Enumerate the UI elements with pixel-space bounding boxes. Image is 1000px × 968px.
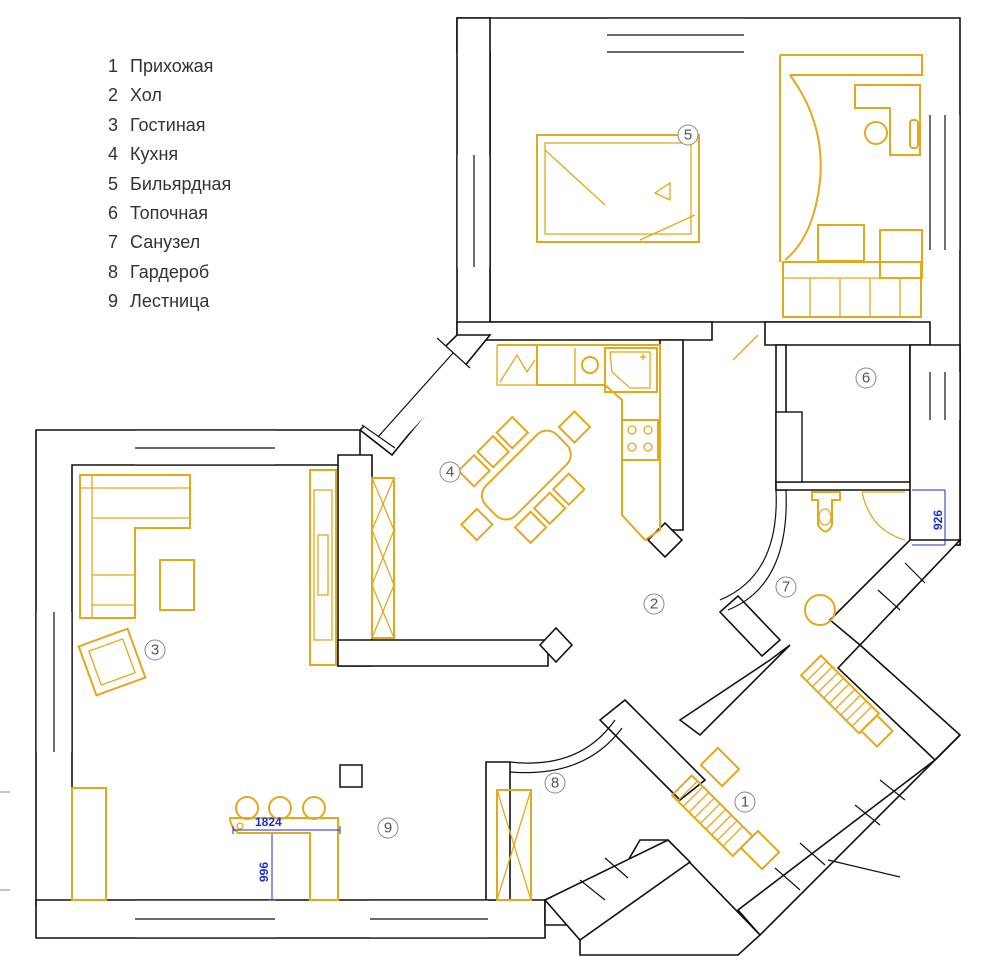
boiler-shaft <box>775 411 803 483</box>
windows <box>35 17 961 939</box>
svg-text:2: 2 <box>650 596 658 613</box>
room-marker-2: 2 <box>643 593 665 615</box>
bathroom-curved-wall <box>727 489 787 611</box>
room-marker-3: 3 <box>144 639 166 661</box>
bathroom-curved-wall-inner <box>719 489 777 601</box>
bathroom-depth-dimension: 926 <box>931 510 945 530</box>
room-marker-6: 6 <box>855 367 877 389</box>
furniture <box>71 54 923 901</box>
svg-text:3: 3 <box>151 642 159 659</box>
room-marker-7: 7 <box>775 576 797 598</box>
room-marker-9: 9 <box>377 817 399 839</box>
room-marker-4: 4 <box>439 461 461 483</box>
room-marker-5: 5 <box>677 124 699 146</box>
room-markers: 1 2 3 4 5 6 7 8 9 <box>144 124 877 839</box>
svg-text:5: 5 <box>684 127 692 144</box>
dimensions: 1824 996 926 <box>232 489 946 901</box>
counter-width-dimension: 1824 <box>255 815 282 829</box>
svg-text:9: 9 <box>384 820 392 837</box>
svg-text:6: 6 <box>862 370 870 387</box>
svg-text:1: 1 <box>741 794 749 811</box>
svg-text:4: 4 <box>446 464 454 481</box>
counter-depth-dimension: 996 <box>257 862 271 882</box>
wardrobe-curved-wall <box>509 719 616 764</box>
column <box>339 764 363 788</box>
room-marker-8: 8 <box>544 772 566 794</box>
svg-text:7: 7 <box>782 579 790 596</box>
svg-text:8: 8 <box>551 775 559 792</box>
room-marker-1: 1 <box>734 791 756 813</box>
wardrobe-curved-wall-inner <box>509 727 623 774</box>
